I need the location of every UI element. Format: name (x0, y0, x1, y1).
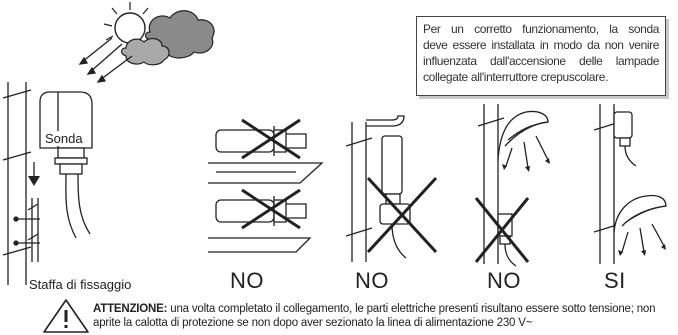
panel-4-drawing (593, 104, 667, 264)
warning-label: ATTENZIONE: (93, 303, 168, 315)
note-line-1: Per un corretto funzionamento, la sonda (423, 22, 659, 36)
panel-1-cross-marks (241, 118, 301, 230)
probe-label: Sonda (44, 131, 84, 146)
down-arrow-icon (28, 176, 40, 186)
panel-4-ray-arrowheads (618, 244, 666, 256)
panel-3-verdict: NO (487, 268, 521, 293)
warning-triangle-icon (43, 299, 89, 333)
panel-1-verdict: NO (230, 268, 264, 293)
panel-3-ray-arrowheads (502, 158, 550, 172)
panel-2-verdict: NO (355, 268, 389, 293)
note-line-3: influenzata dall'accensione delle lampad… (423, 54, 659, 68)
panel-4-verdict: SI (604, 268, 626, 293)
note-line-4: collegate all'interruttore crepuscolare. (423, 70, 609, 84)
panel-3-cross-mark (474, 197, 530, 263)
warning-message: ATTENZIONE: una volta completato il coll… (93, 302, 673, 330)
probe-wall-assembly (2, 82, 93, 285)
warning-body: una volta completato il collegamento, le… (93, 303, 656, 329)
light-ray-arrows (78, 37, 133, 83)
sun-cloud-icon (103, 2, 215, 66)
installation-note-box: Per un corretto funzionamento, la sonda … (416, 16, 666, 96)
note-line-2: deve essere installata in modo da non ve… (423, 38, 659, 52)
panel-1-drawing (208, 126, 324, 253)
panel-2-cross-mark (366, 176, 438, 254)
bracket-label: Staffa di fissaggio (29, 277, 132, 292)
